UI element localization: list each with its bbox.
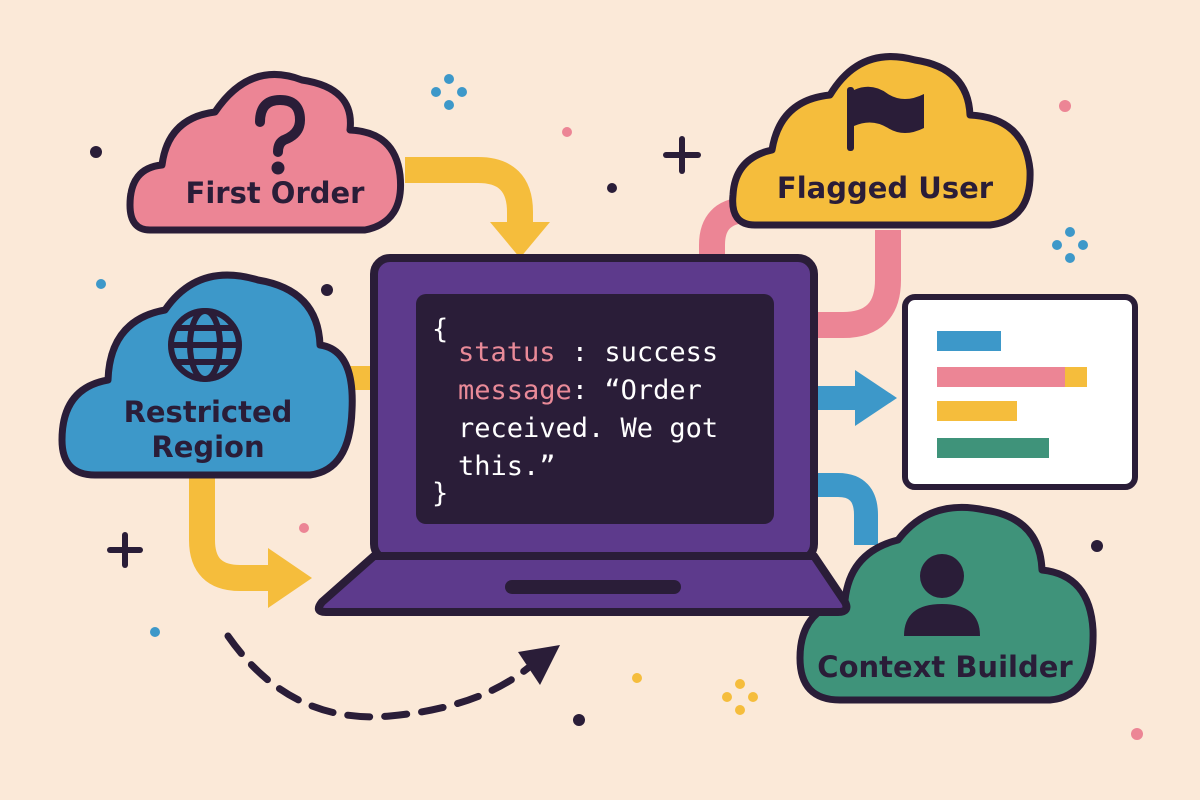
code-message-value-1: “Order	[604, 375, 702, 406]
globe-icon	[168, 308, 242, 382]
decor-dot	[1091, 540, 1103, 552]
decor-dot	[1059, 100, 1071, 112]
arrow-first-order-to-laptop	[405, 157, 550, 258]
report-bar-segment	[1065, 367, 1087, 387]
sparkle-icon	[722, 679, 758, 715]
code-line-status: status : success	[458, 337, 718, 368]
code-block: { status : success message: “Order recei…	[432, 314, 718, 509]
cloud-restricted-region: Restricted Region	[58, 271, 356, 479]
code-message-value-2: received. We got	[458, 413, 718, 444]
question-mark-icon	[255, 94, 306, 175]
report-bars	[937, 331, 1087, 458]
cloud-label-context-builder: Context Builder	[817, 650, 1073, 684]
code-line-message: message: “Order	[458, 375, 702, 406]
arrow-restricted-region-down	[189, 478, 312, 608]
code-status-value: success	[604, 337, 718, 368]
person-icon	[904, 554, 980, 636]
decor-dot	[607, 183, 617, 193]
cloud-first-order: First Order	[126, 70, 405, 234]
code-status-sep: :	[556, 337, 605, 368]
decor-dot	[150, 627, 160, 637]
code-message-sep: :	[572, 375, 605, 406]
report-panel	[902, 294, 1138, 490]
code-open-brace: {	[432, 314, 448, 345]
code-status-key: status	[458, 337, 556, 368]
decorations	[90, 74, 1143, 740]
flag-icon	[847, 86, 924, 151]
cloud-label-flagged-user: Flagged User	[777, 171, 994, 205]
plus-icon	[663, 136, 701, 174]
report-bar	[937, 401, 1017, 421]
code-message-value-3: this.”	[458, 451, 556, 482]
sparkle-icon	[1052, 227, 1088, 263]
decor-dot	[573, 714, 585, 726]
laptop: { status : success message: “Order recei…	[314, 254, 851, 616]
cloud-flagged-user: Flagged User	[729, 53, 1034, 229]
decor-dot	[1131, 728, 1143, 740]
code-message-key: message	[458, 375, 572, 406]
report-bar	[937, 438, 1049, 458]
code-close-brace: }	[432, 478, 448, 509]
laptop-trackpad	[505, 580, 681, 594]
arrow-laptop-to-report	[815, 370, 897, 426]
laptop-screen	[416, 294, 774, 524]
report-bar	[937, 367, 1065, 387]
plus-icon	[107, 532, 143, 568]
decor-dot	[299, 523, 309, 533]
decor-dot	[90, 146, 102, 158]
report-bar	[937, 331, 1001, 351]
decor-dot	[632, 673, 642, 683]
decor-dot	[96, 279, 106, 289]
cloud-label-restricted-line1: Restricted	[124, 395, 293, 429]
decor-dot	[321, 284, 333, 296]
decor-dot	[562, 127, 572, 137]
arrow-laptop-to-context-builder	[815, 473, 878, 545]
dashed-loop-arrow	[224, 632, 560, 721]
cloud-label-first-order: First Order	[186, 176, 366, 210]
cloud-context-builder: Context Builder	[796, 503, 1097, 704]
cloud-label-restricted-line2: Region	[151, 430, 264, 464]
sparkle-icon	[431, 74, 467, 110]
